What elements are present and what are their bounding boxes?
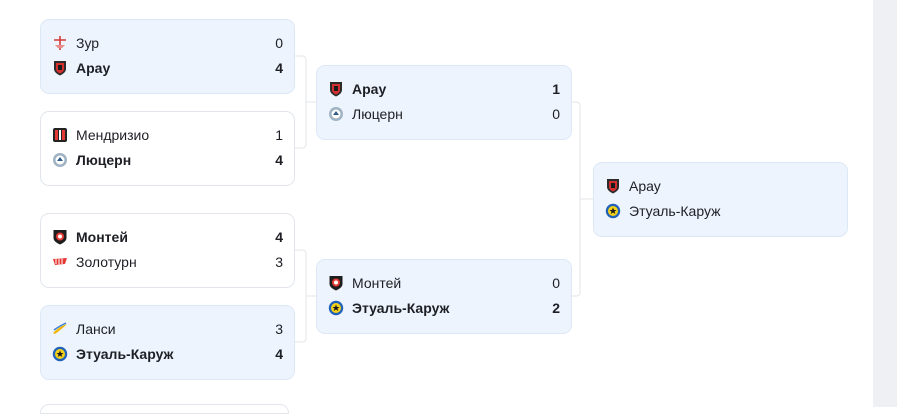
team-name: Зур — [76, 35, 100, 51]
team-name: Ланси — [76, 321, 116, 337]
team-row: Арау — [605, 175, 836, 197]
team-row: Мендризио 1 — [52, 124, 283, 146]
team-score: 3 — [275, 254, 283, 270]
match-r1-3[interactable]: Монтей 4 Золотурн 3 — [40, 213, 295, 288]
team-row: Зур 0 — [52, 32, 283, 54]
team-row: Арау 4 — [52, 57, 283, 79]
team-row: Этуаль-Каруж 2 — [328, 297, 560, 319]
team-score: 0 — [552, 275, 560, 291]
team-row: Монтей 0 — [328, 272, 560, 294]
team-row: Монтей 4 — [52, 226, 283, 248]
match-r1-2[interactable]: Мендризио 1 Люцерн 4 — [40, 111, 295, 186]
team-name: Мендризио — [76, 127, 150, 143]
team-name: Люцерн — [352, 106, 403, 122]
team-score: 1 — [552, 81, 560, 97]
team-row: Этуаль-Каруж — [605, 200, 836, 222]
match-final[interactable]: Арау Этуаль-Каруж — [593, 162, 848, 237]
team-score: 4 — [275, 346, 283, 362]
monthey-crest-icon — [53, 230, 67, 245]
match-r2-2[interactable]: Монтей 0 Этуаль-Каруж 2 — [316, 259, 572, 334]
etoile-carouge-crest-icon — [328, 300, 344, 316]
team-row: Ланси 3 — [52, 318, 283, 340]
connector-r2 — [572, 101, 581, 297]
team-score: 4 — [275, 152, 283, 168]
aarau-crest-icon — [607, 179, 619, 194]
team-score: 1 — [275, 127, 283, 143]
solothurn-crest-icon — [53, 258, 67, 265]
mendrisio-crest-icon — [53, 128, 67, 142]
connector-r1-bottom — [295, 249, 307, 343]
side-strip — [873, 0, 897, 407]
lancy-crest-icon — [53, 322, 67, 334]
team-score: 2 — [552, 300, 560, 316]
team-name: Монтей — [76, 229, 128, 245]
aarau-crest-icon — [54, 61, 66, 76]
match-r1-1[interactable]: Зур 0 Арау 4 — [40, 19, 295, 94]
team-score: 4 — [275, 60, 283, 76]
etoile-carouge-crest-icon — [52, 346, 68, 362]
team-name: Этуаль-Каруж — [352, 300, 450, 316]
team-name: Арау — [629, 178, 661, 194]
connector-r1-top — [295, 55, 307, 149]
aarau-crest-icon — [330, 82, 342, 97]
team-row: Этуаль-Каруж 4 — [52, 343, 283, 365]
monthey-crest-icon — [329, 276, 343, 291]
zug-crest-icon — [54, 36, 66, 50]
team-name: Золотурн — [76, 254, 137, 270]
team-score: 0 — [275, 35, 283, 51]
match-r2-1[interactable]: Арау 1 Люцерн 0 — [316, 65, 572, 140]
team-name: Этуаль-Каруж — [76, 346, 174, 362]
team-row: Арау 1 — [328, 78, 560, 100]
team-row: Золотурн 3 — [52, 251, 283, 273]
team-name: Люцерн — [76, 152, 132, 168]
match-r1-5-partial[interactable] — [40, 404, 289, 414]
team-name: Арау — [352, 81, 387, 97]
team-score: 4 — [275, 229, 283, 245]
team-name: Монтей — [352, 275, 402, 291]
team-score: 3 — [275, 321, 283, 337]
team-row: Люцерн 0 — [328, 103, 560, 125]
team-name: Этуаль-Каруж — [629, 203, 721, 219]
team-row: Люцерн 4 — [52, 149, 283, 171]
etoile-carouge-crest-icon — [605, 203, 621, 219]
match-r1-4[interactable]: Ланси 3 Этуаль-Каруж 4 — [40, 305, 295, 380]
luzern-crest-icon — [329, 107, 343, 121]
luzern-crest-icon — [53, 153, 67, 167]
team-score: 0 — [552, 106, 560, 122]
team-name: Арау — [76, 60, 111, 76]
